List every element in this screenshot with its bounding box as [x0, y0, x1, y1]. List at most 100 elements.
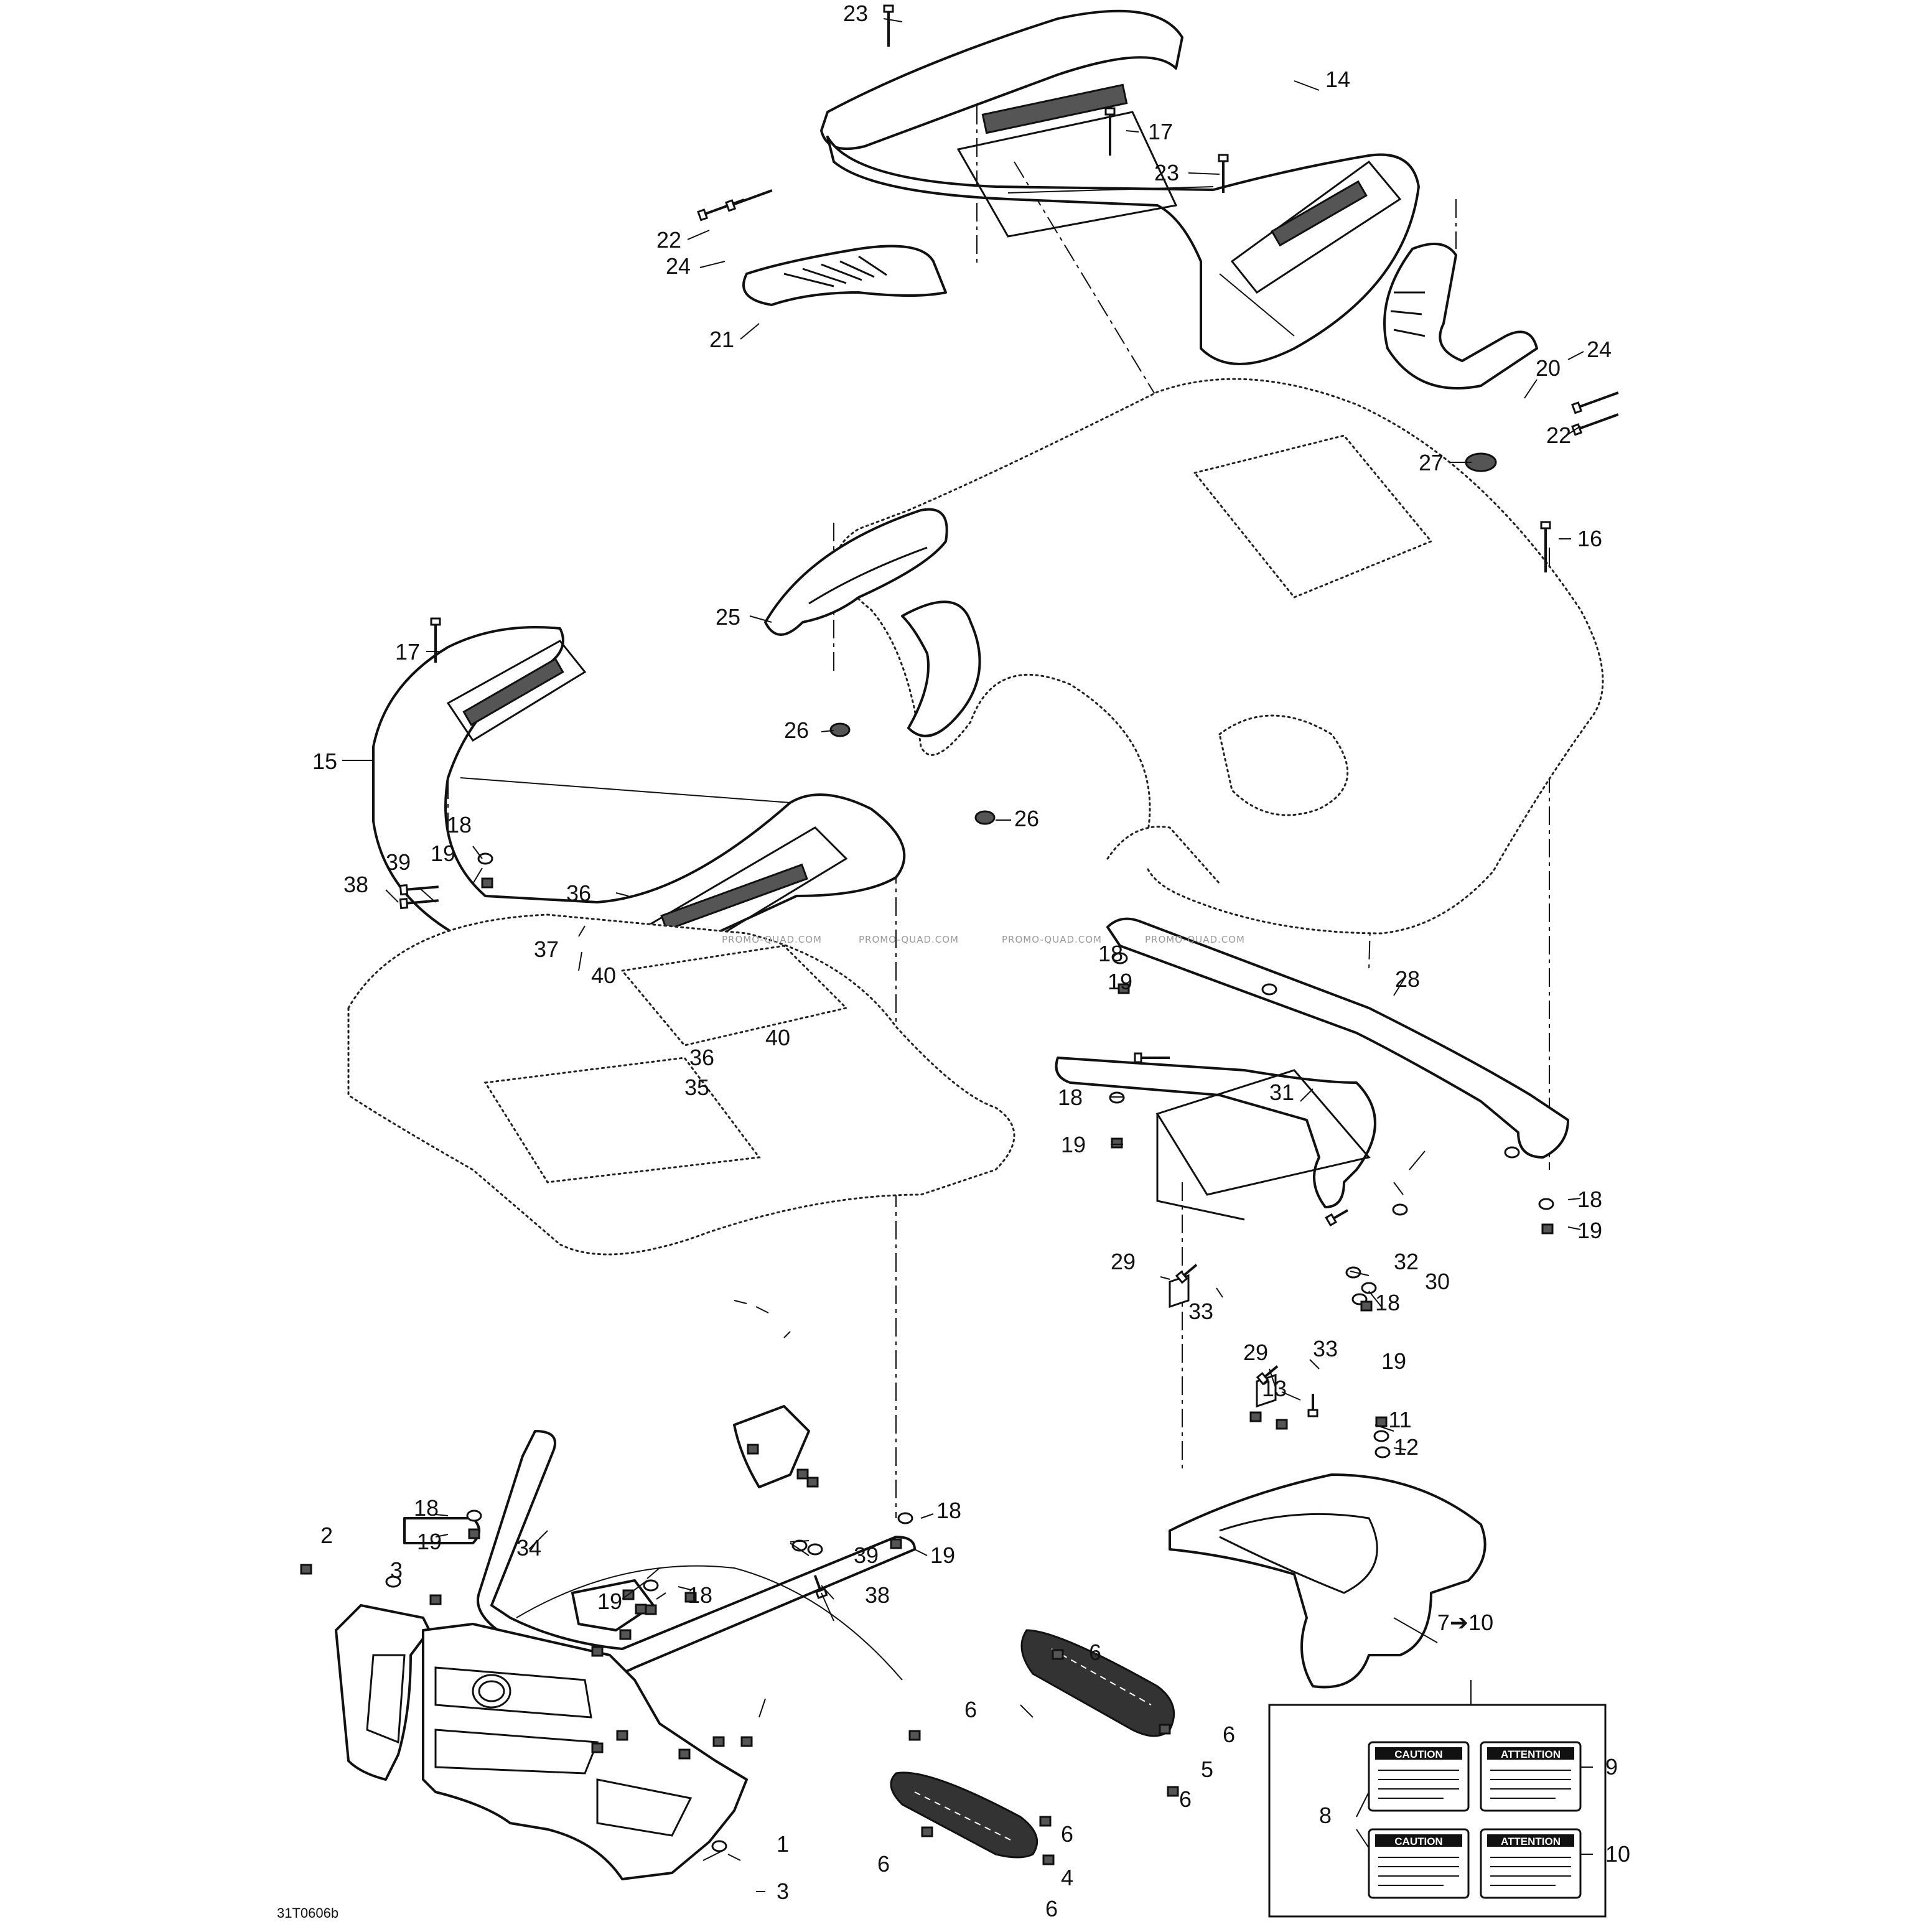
- callout-26: 26: [784, 717, 809, 743]
- callout-20: 20: [1536, 355, 1561, 381]
- callout-9: 9: [1605, 1754, 1618, 1780]
- nut-57: [921, 1826, 933, 1837]
- nut-58: [1042, 1854, 1055, 1865]
- callout-31: 31: [1269, 1080, 1294, 1105]
- callout-19: 19: [597, 1589, 622, 1614]
- nut-44: [645, 1604, 657, 1615]
- nut-50: [1249, 1411, 1262, 1422]
- decal-attention-top: ATTENTION: [1480, 1741, 1582, 1812]
- callout-29: 29: [1243, 1340, 1268, 1365]
- washer-29: [807, 1543, 823, 1556]
- washer-22: [1538, 1198, 1554, 1210]
- washer-34: [711, 1840, 727, 1852]
- callout-40: 40: [591, 963, 616, 988]
- watermark-1: PROMO-QUAD.COM: [722, 934, 822, 945]
- washer-33: [385, 1575, 401, 1588]
- callout-18: 18: [414, 1495, 439, 1521]
- callout-25: 25: [716, 604, 740, 630]
- nut-64: [796, 1468, 809, 1480]
- callout-18: 18: [688, 1582, 712, 1608]
- callout-19: 19: [417, 1529, 442, 1554]
- callout-38: 38: [865, 1582, 890, 1608]
- bolt-9: [430, 617, 441, 663]
- bolt-11: [1325, 1209, 1348, 1227]
- callout-32: 32: [1394, 1249, 1419, 1274]
- callout-11: 11: [1388, 1407, 1411, 1432]
- nut-66: [747, 1444, 759, 1455]
- callout-19: 19: [1577, 1218, 1602, 1243]
- bolt-3: [1218, 154, 1229, 193]
- callout-6: 6: [1179, 1786, 1192, 1812]
- bracket-35: [733, 1405, 810, 1488]
- callout-18: 18: [936, 1498, 961, 1523]
- nut-55: [1039, 1816, 1052, 1827]
- grab-handle-21: [742, 245, 947, 306]
- nut-54: [908, 1730, 921, 1741]
- nut-26a: [829, 722, 851, 737]
- callout-19: 19: [1381, 1348, 1406, 1374]
- bolt-7: [1571, 413, 1619, 436]
- callout-27: 27: [1419, 450, 1444, 475]
- callout-3: 3: [390, 1557, 403, 1583]
- rear-fender: [835, 378, 1604, 935]
- bolt-10: [1134, 1052, 1170, 1063]
- callout-12: 12: [1394, 1434, 1419, 1460]
- callout-17: 17: [395, 639, 420, 665]
- grab-handle-20: [1383, 243, 1538, 390]
- nut-49: [591, 1646, 604, 1657]
- watermark-4: PROMO-QUAD.COM: [1145, 934, 1245, 945]
- callout-19: 19: [1061, 1132, 1086, 1157]
- callout-4: 4: [1061, 1865, 1073, 1890]
- callout-36: 36: [566, 880, 591, 906]
- grille-4: [890, 1771, 1038, 1859]
- callout-33: 33: [1313, 1336, 1338, 1361]
- decal-caution-top: CAUTION: [1368, 1741, 1470, 1812]
- bolt-2: [1104, 107, 1116, 156]
- washer-27: [897, 1512, 913, 1524]
- nut-45: [1375, 1416, 1388, 1427]
- callout-6: 6: [964, 1697, 977, 1722]
- nut-51: [1276, 1419, 1288, 1430]
- decal-caution-bottom: CAUTION: [1368, 1828, 1470, 1899]
- nut-42: [468, 1528, 480, 1539]
- washer-35: [1504, 1146, 1520, 1159]
- nut-26b: [974, 810, 996, 825]
- nut-43: [890, 1538, 902, 1549]
- bolt-8: [1540, 521, 1551, 572]
- washer-31: [1373, 1430, 1389, 1442]
- rear-frame-28: [1055, 917, 1569, 1221]
- callout-34: 34: [516, 1535, 541, 1561]
- callout-6: 6: [1089, 1640, 1101, 1665]
- callout-5: 5: [1201, 1757, 1213, 1782]
- callout-6: 6: [1061, 1821, 1073, 1847]
- callout-6: 6: [1045, 1896, 1058, 1921]
- callout-35: 35: [684, 1075, 709, 1100]
- callout-18: 18: [1058, 1085, 1083, 1110]
- nut-47: [429, 1594, 442, 1605]
- drawing-code: 31T0606b: [277, 1905, 338, 1921]
- watermark-2: PROMO-QUAD.COM: [859, 934, 959, 945]
- bolt-17: [1307, 1394, 1318, 1417]
- callout-26: 26: [1014, 806, 1039, 831]
- callout-17: 17: [1148, 119, 1173, 144]
- callout-24: 24: [666, 253, 691, 279]
- callout-18: 18: [1375, 1290, 1400, 1315]
- callout-19: 19: [431, 841, 455, 866]
- bolt-6: [1571, 391, 1619, 414]
- callout-36: 36: [689, 1045, 714, 1070]
- washer-32: [1374, 1446, 1391, 1458]
- callout-21: 21: [709, 327, 734, 352]
- bolt-4: [697, 198, 745, 222]
- callout-40: 40: [765, 1025, 790, 1050]
- washer-21: [1392, 1203, 1408, 1216]
- callout-3: 3: [777, 1878, 789, 1904]
- decal-attention-title: ATTENTION: [1501, 1748, 1561, 1760]
- decal-caution-title: CAUTION: [1394, 1748, 1442, 1760]
- bolt-1: [883, 4, 894, 47]
- callout-10: 10: [1605, 1841, 1630, 1867]
- nut-61: [678, 1748, 691, 1760]
- nut-48: [619, 1629, 632, 1640]
- callout-28: 28: [1395, 966, 1420, 992]
- watermark-3: PROMO-QUAD.COM: [1002, 934, 1102, 945]
- callout-6: 6: [877, 1851, 890, 1877]
